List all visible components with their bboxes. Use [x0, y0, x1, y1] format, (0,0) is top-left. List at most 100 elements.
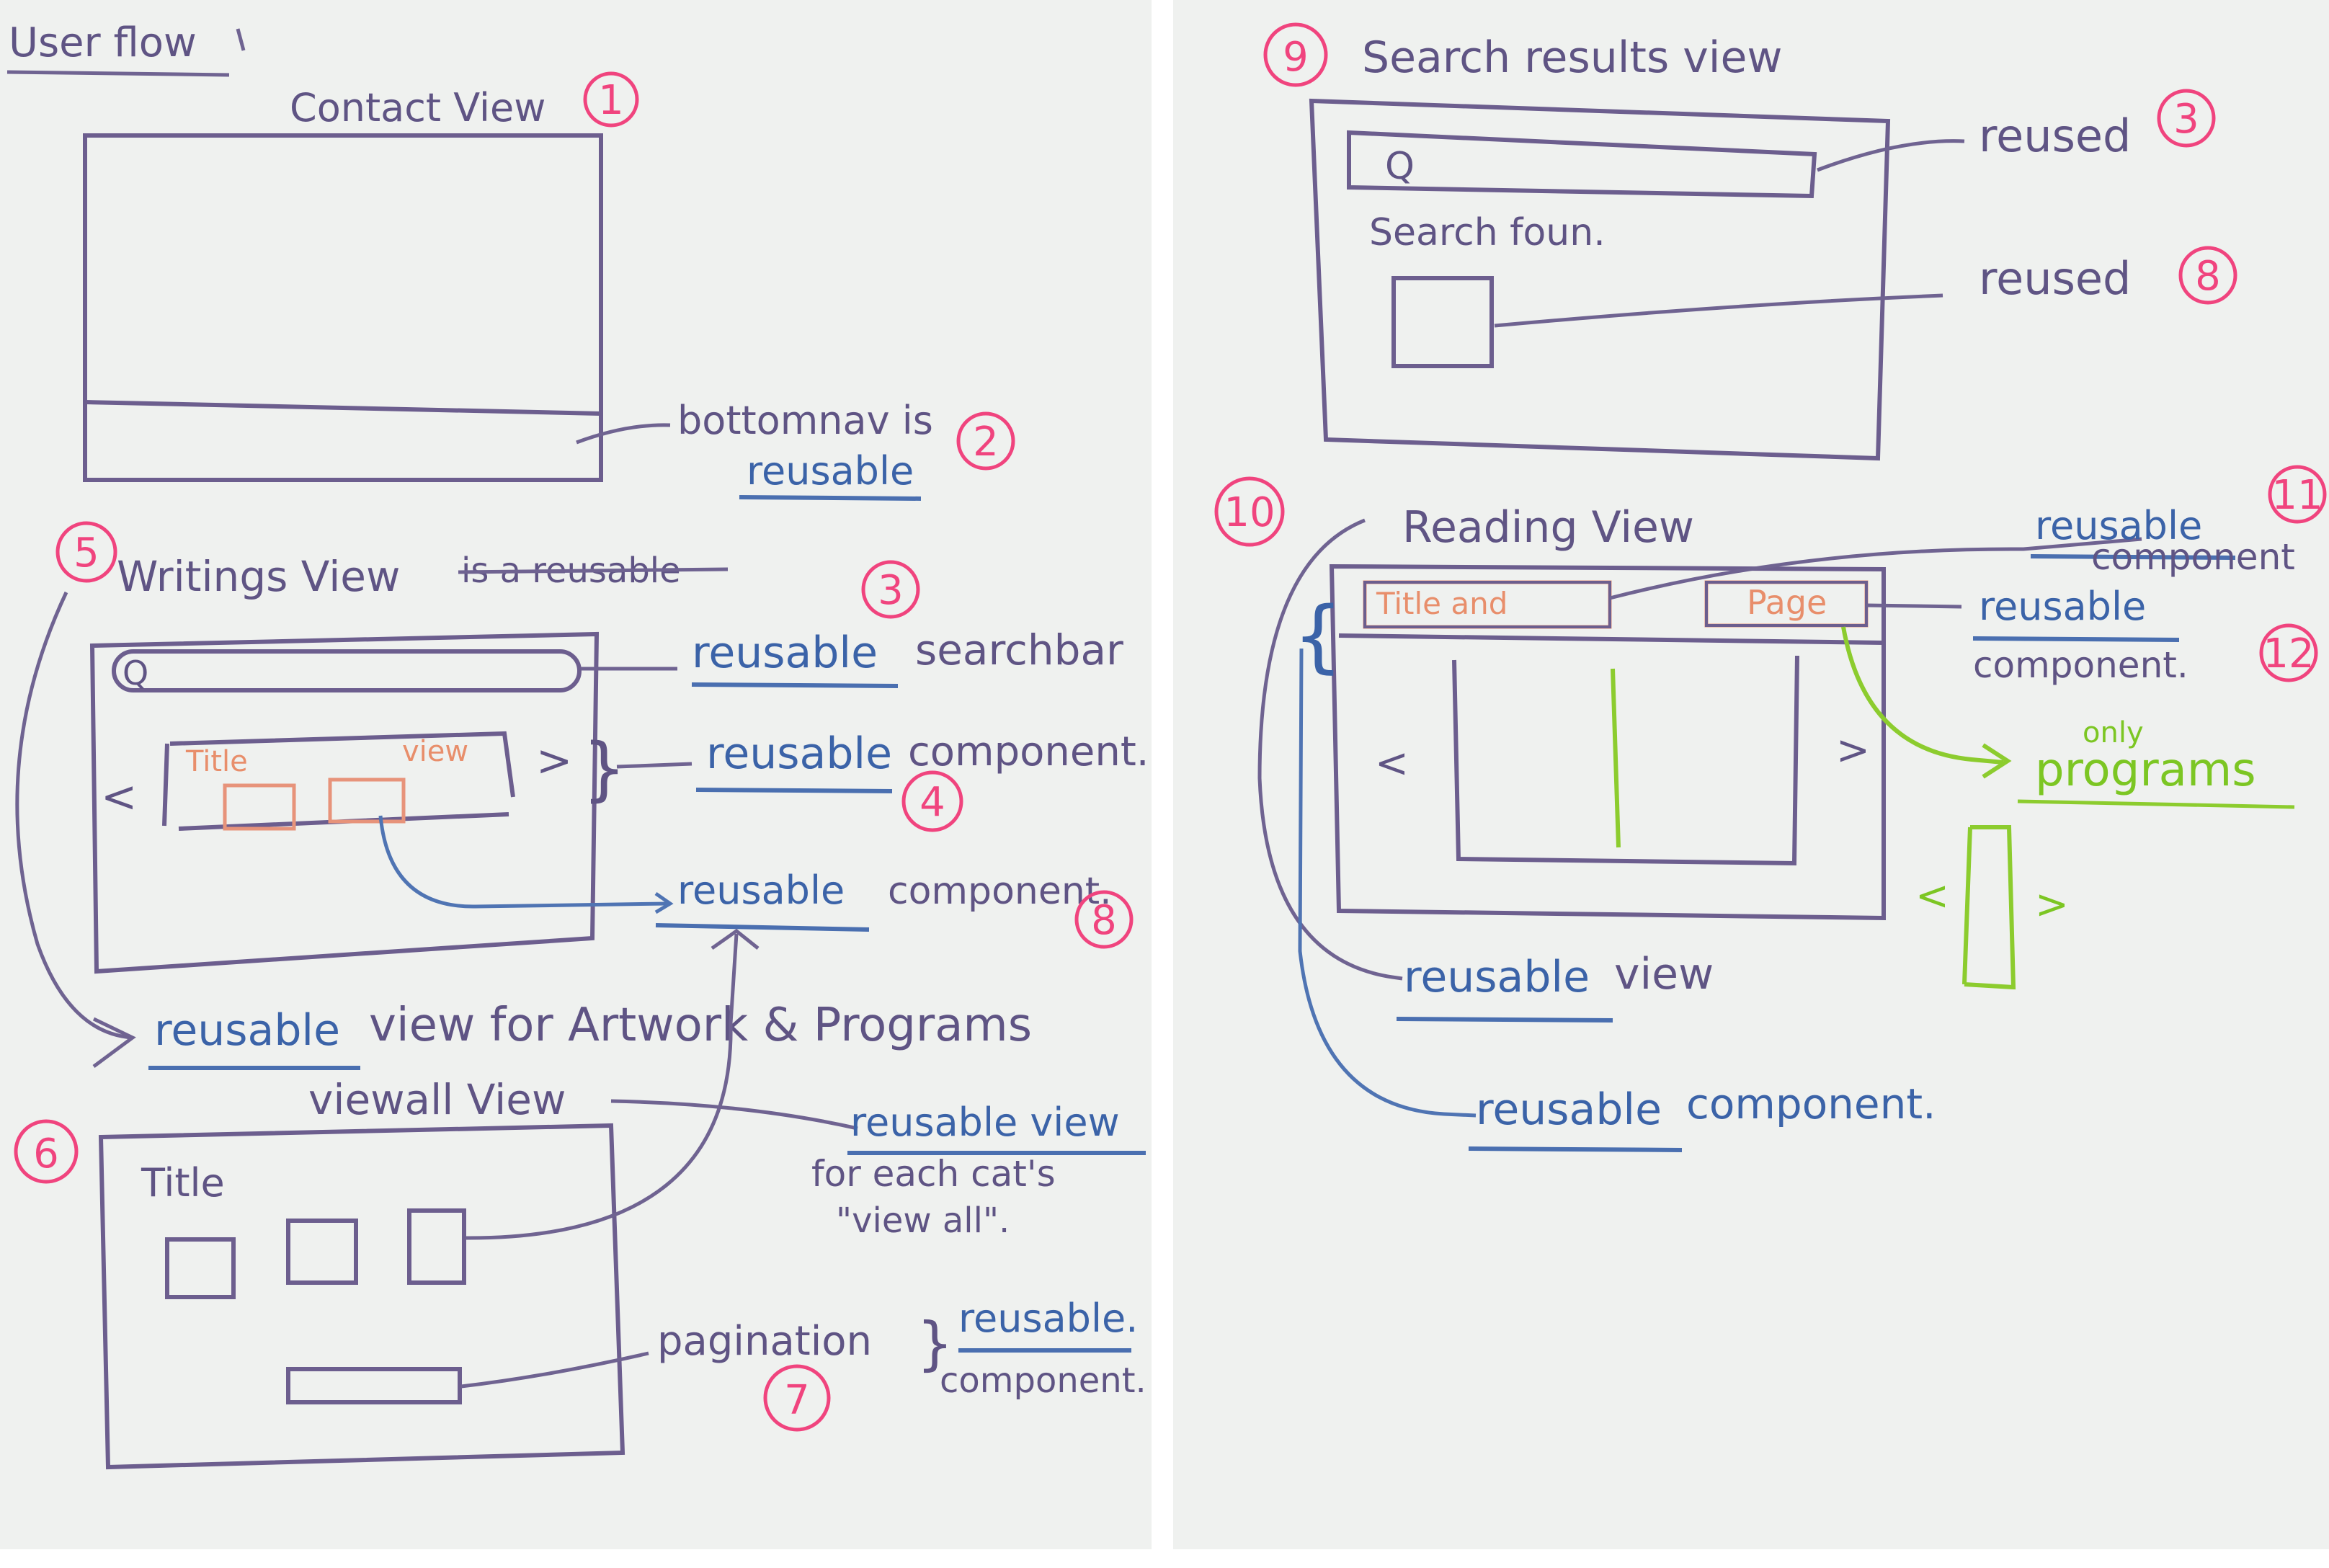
sketch-page-right: 9 Search results view Q reused 3 Search … [1173, 0, 2329, 1549]
writings-flow-arrow [15, 591, 133, 1040]
pagination-leader [460, 1351, 649, 1389]
viewall-reusable-view: reusable view [850, 1100, 1120, 1145]
search-results-search-bar [1347, 130, 1817, 199]
program-card-next-arrow: > [2035, 881, 2069, 928]
number-7: 7 [784, 1377, 810, 1424]
number-9: 9 [1283, 34, 1309, 81]
bottom-nav-label: bottomnav is [677, 398, 933, 443]
component-8-label: component. [888, 870, 1112, 913]
contact-view-title: Contact View [290, 85, 545, 130]
number-12: 12 [2263, 631, 2314, 677]
reading-component-underline [1468, 1146, 1683, 1152]
component-12-underline [1972, 636, 2180, 642]
number-5-circle [55, 521, 117, 583]
pagination-component: component. [940, 1360, 1146, 1401]
user-flow-tick [236, 28, 246, 51]
component-4-underline [695, 788, 893, 793]
number-8: 8 [1091, 897, 1117, 944]
search-bar-label: searchbar [915, 625, 1123, 674]
number-8-circle [1074, 890, 1134, 949]
writings-flow-arrowhead [92, 1017, 136, 1069]
reading-reusable-view-label: view [1614, 949, 1714, 999]
program-card-sketch [1962, 825, 2016, 990]
contact-view-frame [83, 133, 603, 482]
number-7-circle [763, 1364, 831, 1432]
right-page-drawing: 9 Search results view Q reused 3 Search … [1214, 22, 2327, 1152]
only-programs-arrow [1841, 626, 2004, 765]
viewall-item-1 [165, 1237, 236, 1299]
writings-view-frame [89, 631, 600, 974]
search-bar-reusable-underline [691, 682, 899, 688]
reused-8-leader [1494, 293, 1943, 328]
number-11: 11 [2271, 472, 2323, 519]
component-12-leader [1866, 603, 1962, 609]
reusable-component-bracket [1298, 648, 1477, 1118]
component-4-reusable: reusable [706, 729, 892, 779]
reused-8-label: reused [1979, 252, 2131, 305]
title-label-text: Title and [1376, 586, 1508, 621]
reader-prev-arrow: < [1375, 740, 1409, 787]
reading-component-reusable: reusable [1476, 1084, 1662, 1135]
component-4-leader [616, 762, 693, 769]
viewall-note-line3: "view all". [836, 1200, 1010, 1241]
pagination-brace: } [917, 1310, 953, 1377]
component-11-leader [1609, 537, 2142, 600]
reusable-view-label: view for Artwork & Programs [369, 999, 1032, 1052]
category-card-view: view [402, 735, 468, 768]
viewall-leader [610, 1099, 858, 1131]
reader-content-frame [1452, 655, 1799, 866]
number-4-circle [901, 770, 963, 832]
number-6: 6 [33, 1131, 59, 1177]
number-1-circle [583, 71, 639, 128]
component-4-label: component. [908, 729, 1149, 775]
reading-reusable-word: reusable [1404, 952, 1590, 1002]
search-bar-sketch [112, 649, 582, 692]
reading-view-header-divider [1338, 633, 1884, 645]
viewall-item-leader [465, 933, 739, 1240]
component-11-underline [2030, 554, 2236, 560]
page-label-box-outline [1705, 581, 1868, 627]
number-3-right: 3 [2173, 96, 2199, 143]
card-item-1 [223, 783, 296, 831]
programs-underline [2017, 799, 2295, 809]
search-results-search-icon: Q [1385, 145, 1415, 188]
search-found-label: Search foun. [1369, 211, 1606, 254]
pagination-label: pagination [657, 1318, 872, 1365]
carousel-next-arrow: > [536, 736, 572, 786]
reading-reusable-underline [1396, 1017, 1613, 1023]
sketch-page-left: User flow Contact View 1 bottomnav is re… [0, 0, 1152, 1549]
component-8-leader [378, 815, 668, 909]
programs-label: programs [2035, 744, 2256, 797]
reading-view-frame [1329, 564, 1886, 921]
viewall-item-2 [286, 1219, 358, 1285]
number-10: 10 [1224, 489, 1275, 536]
reusable-view-bracket [1257, 518, 1403, 981]
program-card-prev-arrow: < [1915, 873, 1949, 919]
bottom-nav-leader [576, 423, 671, 445]
component-11-label: component [2091, 536, 2295, 578]
reader-page-divider [1611, 668, 1621, 848]
component-11-reusable: reusable [2035, 503, 2202, 548]
component-8-arrowhead [654, 891, 674, 914]
reused-3-label: reused [1979, 110, 2131, 162]
only-programs-arrowhead [1982, 743, 2012, 779]
number-5: 5 [74, 530, 99, 576]
viewall-view-frame [98, 1123, 625, 1470]
carousel-prev-arrow: < [101, 772, 137, 822]
user-flow-heading: User flow [9, 19, 197, 66]
number-2-circle [956, 411, 1015, 471]
pagination-reusable: reusable. [958, 1296, 1138, 1341]
search-result-item [1391, 276, 1494, 368]
number-3-circle [861, 560, 920, 619]
number-8-right: 8 [2195, 253, 2221, 300]
number-3: 3 [878, 567, 904, 614]
writings-strikethrough [458, 567, 729, 574]
number-6-circle [14, 1119, 79, 1184]
number-11-circle [2268, 465, 2327, 524]
number-4: 4 [919, 779, 945, 826]
search-icon: Q [123, 654, 148, 692]
reused-3-leader [1817, 139, 1965, 172]
number-10-circle [1214, 476, 1285, 547]
bottom-nav-reusable-underline [739, 495, 922, 501]
reader-next-arrow: > [1836, 727, 1870, 774]
